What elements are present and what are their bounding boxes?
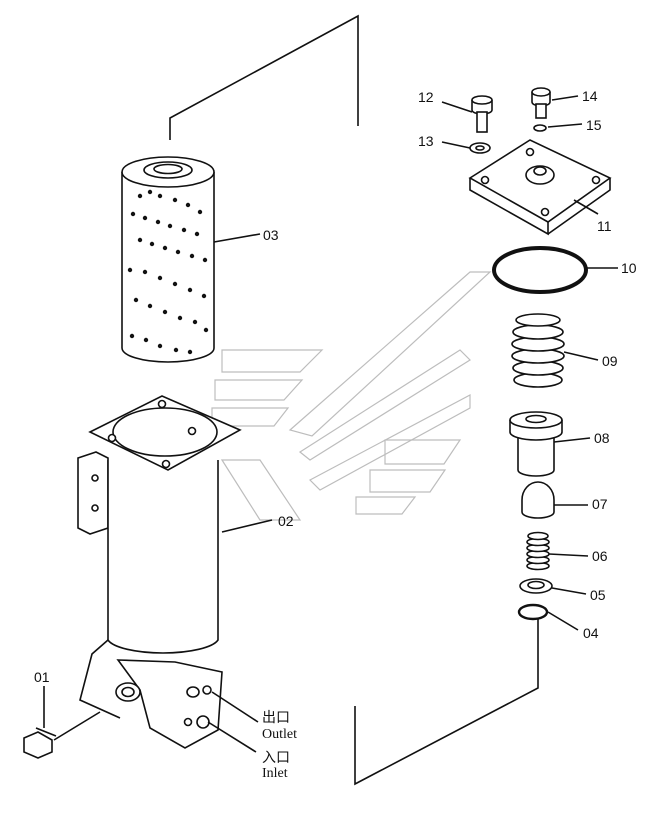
valve-07 [521, 481, 555, 519]
seat-05 [519, 578, 553, 594]
bolt-12 [471, 95, 493, 133]
bolt-14 [531, 87, 551, 119]
snap-ring-04 [517, 603, 549, 621]
callout-14: 14 [582, 88, 598, 104]
watermark-logo [211, 271, 492, 521]
o-ring-10 [492, 246, 588, 294]
callout-12: 12 [418, 89, 434, 105]
spring-09 [511, 313, 565, 388]
callout-08: 08 [594, 430, 610, 446]
valve-08 [509, 411, 563, 477]
washer-13 [469, 142, 491, 154]
outlet-label-en: Outlet [262, 727, 297, 742]
filter-case [77, 395, 242, 749]
filter-element [121, 156, 215, 363]
callout-11: 11 [597, 218, 612, 234]
outlet-label-cn: 出口 [262, 710, 290, 726]
callout-13: 13 [418, 133, 434, 149]
callout-02: 02 [278, 513, 294, 529]
inlet-label-en: Inlet [262, 766, 288, 781]
callout-labels: 01 02 03 04 05 06 07 08 09 10 11 12 13 1… [34, 88, 637, 685]
spring-06 [526, 531, 550, 571]
callout-05: 05 [590, 587, 606, 603]
cover-plate [468, 139, 612, 236]
callout-07: 07 [592, 496, 608, 512]
callout-03: 03 [263, 227, 279, 243]
drain-plug [23, 711, 101, 759]
callout-04: 04 [583, 625, 599, 641]
callout-09: 09 [602, 353, 618, 369]
callout-10: 10 [621, 260, 637, 276]
callout-01: 01 [34, 669, 50, 685]
callout-15: 15 [586, 117, 602, 133]
callout-06: 06 [592, 548, 608, 564]
leader-lines [43, 95, 618, 753]
port-labels: 出口 Outlet 入口 Inlet [262, 710, 297, 781]
assembly-lines [169, 14, 539, 786]
inlet-label-cn: 入口 [262, 751, 290, 766]
o-ring-15 [533, 124, 547, 132]
